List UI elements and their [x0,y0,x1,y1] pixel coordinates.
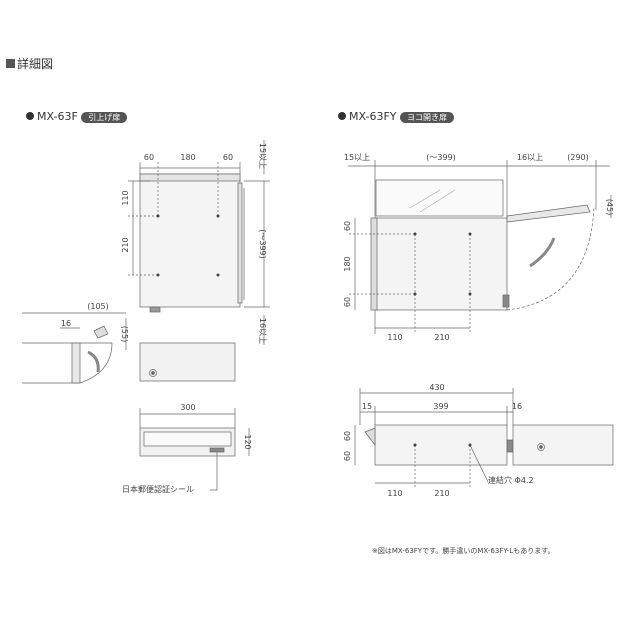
dim-label: 60 [343,297,352,307]
left-side-lid [93,325,109,339]
mount-hole [468,443,472,447]
bullet-dot-icon [26,112,34,120]
left-front-side-handle [237,182,243,304]
dim-label: 16以上 [258,318,267,344]
left-model-heading: MX-63F 引上げ扉 [26,110,128,123]
dim-label: 16以上 [517,153,543,162]
right-front-lock [502,294,510,308]
postal-seal [209,447,225,453]
mount-hole [216,273,220,277]
right-door-swing-arc [506,205,595,311]
bullet-dot-icon [338,112,346,120]
right-bottom-hinge [364,427,376,447]
right-bottom-lock [506,439,514,453]
mount-hole [468,292,472,296]
dim-label: 60 [343,451,352,461]
mount-hole [413,232,417,236]
right-front-lid [375,179,504,217]
right-swing-arrow [529,237,556,268]
dim-label: 60 [343,431,352,441]
dim-label: (290) [567,153,589,162]
hole-label: 連結穴 Φ4.2 [488,475,534,485]
lid-reflection [419,189,456,213]
dim-label: 210 [434,489,449,498]
left-side-body [71,342,81,384]
dim-label: 399 [433,402,448,411]
left-model-badge: 引上げ扉 [81,112,128,123]
right-model-heading: MX-63FY ヨコ開き扉 [338,110,454,123]
left-side-arrow [87,350,100,373]
right-model-badge: ヨコ開き扉 [400,112,454,123]
lock-icon [539,445,543,449]
lid-reflection [409,189,441,209]
dim-label: 210 [434,333,449,342]
dim-label: (45) [605,199,614,215]
dim-label: (55) [120,326,129,342]
dim-label: 15以上 [258,143,267,169]
mounting-holes [156,214,472,447]
dim-label: 60 [144,153,154,162]
dim-label: (～399) [426,153,456,162]
dim-label: (105) [87,302,109,311]
left-slot-opening [143,431,232,447]
mount-hole [413,443,417,447]
right-bottom-body [374,424,508,466]
seal-label: 日本郵便認証シール [122,484,194,494]
footnote: ※図はMX-63FYです。勝手違いのMX-63FY-Lもあります。 [372,546,555,555]
dim-label: 110 [387,489,402,498]
right-front-hinge [370,217,378,311]
dim-label: 300 [180,403,195,412]
right-open-door [506,204,591,223]
right-bottom-door [512,424,614,466]
left-bottom-body [139,342,236,382]
dim-label: (～399) [258,229,267,259]
dim-label: 15以上 [344,153,370,162]
dim-label: 15 [362,402,372,411]
mount-hole [156,214,160,218]
dim-label: 210 [121,237,130,252]
dim-label: 180 [180,153,195,162]
hole-leader-line [469,444,489,483]
left-front-foot [149,306,161,313]
dim-label: 16 [61,319,71,328]
dim-label: 120 [243,434,252,449]
lock-icon [151,371,155,375]
mount-hole [413,292,417,296]
right-model-name: MX-63FY [349,110,397,123]
left-side-swing-arc [79,342,113,384]
dim-label: 60 [343,221,352,231]
left-model-name: MX-63F [37,110,78,123]
section-title: 詳細図 [6,55,53,72]
seal-leader-line [210,452,218,491]
left-front-body [139,173,241,308]
mount-hole [468,232,472,236]
left-lock-circle [149,369,157,377]
left-front-top-lip [139,173,241,182]
right-front-body [374,217,508,311]
dim-label: 430 [429,383,444,392]
dim-label: 60 [223,153,233,162]
mount-hole [216,214,220,218]
dim-label: 110 [121,190,130,205]
square-bullet-icon [6,59,15,68]
section-title-text: 詳細図 [17,57,54,71]
dim-label: 110 [387,333,402,342]
dim-label: 16 [512,402,522,411]
dim-label: 180 [343,256,352,271]
mount-hole [156,273,160,277]
right-lock-circle [537,443,545,451]
